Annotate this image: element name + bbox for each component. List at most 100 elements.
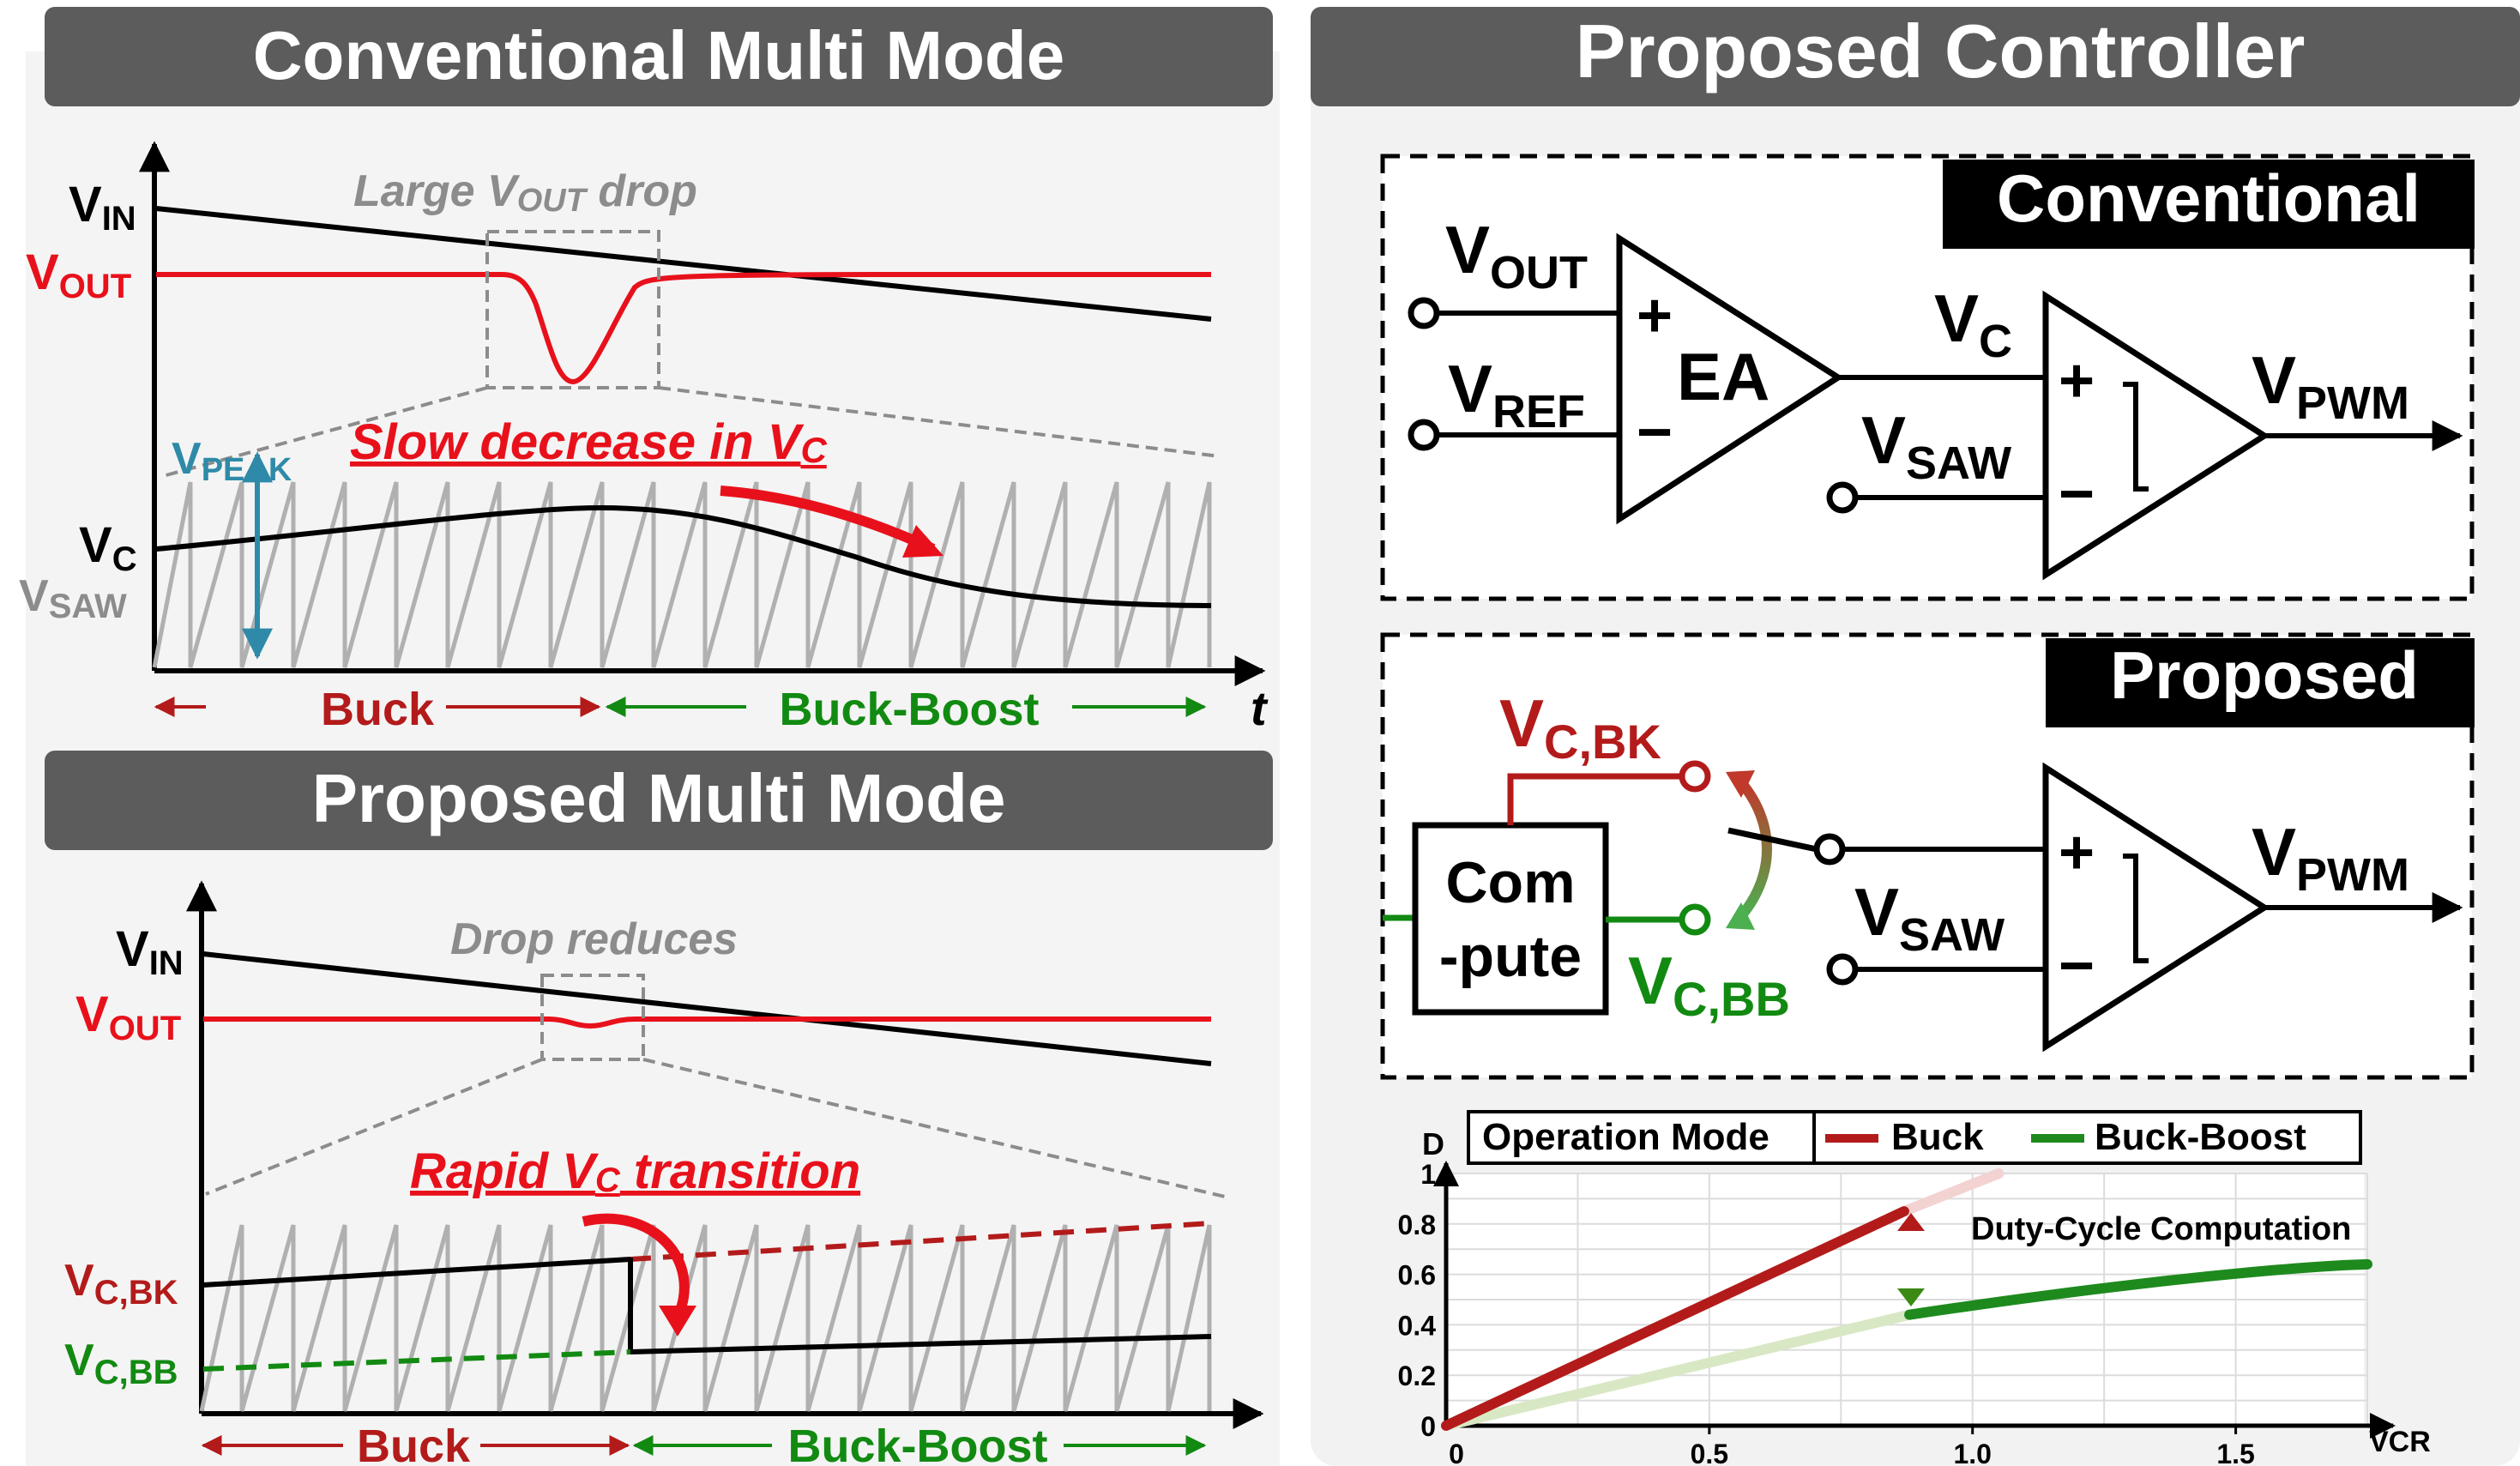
legend-title: Operation Mode xyxy=(1482,1116,1769,1158)
label-vout: VOUT xyxy=(1445,212,1588,299)
header-conventional-multi-mode: Conventional Multi Mode xyxy=(45,7,1273,106)
label-box xyxy=(1943,160,2475,249)
pwm-comparator xyxy=(2042,762,2270,1053)
label-vcbk: VC,BK xyxy=(64,1256,178,1312)
series-buck-line xyxy=(1441,1206,1909,1431)
label-proposed: Proposed xyxy=(2110,637,2419,713)
bb-faded-extension xyxy=(1441,1309,1915,1431)
zoom-line-left xyxy=(205,1058,543,1196)
label-buck-boost: Buck-Boost xyxy=(787,1421,1047,1466)
vcbb-trace-solid xyxy=(630,1334,1212,1354)
series-buck-boost-line xyxy=(1904,1258,2372,1320)
vin-trace xyxy=(155,206,1212,322)
vc-trace xyxy=(155,504,1212,608)
vcbk-trace-solid xyxy=(202,1257,631,1288)
vsaw-terminal xyxy=(1826,481,1859,514)
rapid-transition-arrowhead xyxy=(659,1306,696,1336)
switch-terminal xyxy=(1813,833,1846,866)
arrowhead-top xyxy=(1897,1213,1925,1231)
y-axis-label: D xyxy=(1422,1126,1444,1161)
compute-block xyxy=(1412,822,1609,1016)
label-vout: VOUT xyxy=(26,244,131,305)
compute-label-line2: -pute xyxy=(1439,924,1582,989)
label-box xyxy=(2046,638,2475,727)
vcbb-terminal xyxy=(1679,903,1711,936)
vout-trace xyxy=(156,271,1212,385)
vout-terminal xyxy=(1408,297,1440,329)
label-vcbk: VC,BK xyxy=(1499,685,1661,769)
label-conventional: Conventional xyxy=(1997,160,2421,236)
ea-plus: + xyxy=(1637,281,1673,350)
switch-toggle-arrow xyxy=(1737,779,1772,920)
buck-faded-extension xyxy=(1898,1168,2005,1217)
arrowhead-bottom xyxy=(1897,1288,1925,1306)
vref-terminal xyxy=(1408,419,1440,451)
label-slow-decrease: Slow decrease in VC xyxy=(350,414,827,470)
ea-minus: − xyxy=(1637,398,1673,467)
header-proposed-multi-mode: Proposed Multi Mode xyxy=(45,751,1273,850)
hysteresis-icon xyxy=(2123,382,2149,492)
label-vpwm: VPWM xyxy=(2252,342,2409,429)
legend-box xyxy=(1467,1110,2362,1165)
y-tick-label: 0.6 xyxy=(1398,1260,1436,1291)
header-title: Proposed Multi Mode xyxy=(312,760,1006,836)
switch-arrowhead-bottom xyxy=(1726,902,1755,930)
hysteresis-icon xyxy=(2123,854,2149,963)
label-large-vout-drop: Large VOUT drop xyxy=(353,166,697,219)
label-t: t xyxy=(1251,681,1269,735)
label-vref: VREF xyxy=(1448,351,1585,437)
cmp-plus: + xyxy=(2059,818,2095,887)
error-amplifier xyxy=(1616,232,1844,525)
conventional-waveform-plot: VIN VOUT VPEAK VC VSAW Large VOUT drop S… xyxy=(19,141,1269,735)
proposed-circuit: Proposed Com -pute VC,BK VC,BB VSAW + − xyxy=(1380,632,2475,1080)
label-buck: Buck xyxy=(321,684,435,735)
label-vpeak: VPEAK xyxy=(172,434,292,488)
x-axis-label: VCR xyxy=(2369,1426,2431,1458)
label-vsaw: VSAW xyxy=(1854,874,2005,961)
vcbb-trace-dashed xyxy=(202,1349,631,1372)
label-vsaw: VSAW xyxy=(1861,402,2011,489)
annotation-duty-cycle: Duty-Cycle Computation xyxy=(1971,1211,2351,1247)
wire-vcbk xyxy=(1507,773,1681,825)
label-vpwm: VPWM xyxy=(2252,814,2409,901)
series-layer xyxy=(1441,1168,2372,1431)
label-vin: VIN xyxy=(116,921,184,982)
x-tick-label: 0 xyxy=(1449,1439,1464,1466)
x-tick-label: 1.5 xyxy=(2216,1439,2254,1466)
legend-buck-label: Buck xyxy=(1891,1116,1984,1158)
switch-blade xyxy=(1727,827,1818,853)
x-tick-label: 1.0 xyxy=(1953,1439,1991,1466)
compute-label-line1: Com xyxy=(1445,850,1575,915)
label-vin: VIN xyxy=(69,177,136,238)
x-tick-label: 0.5 xyxy=(1691,1439,1728,1466)
legend: Operation Mode Buck Buck-Boost xyxy=(1467,1110,2362,1165)
y-tick-label: 0.8 xyxy=(1398,1210,1436,1240)
rapid-transition-arrow xyxy=(582,1213,690,1319)
label-vc: VC xyxy=(1934,281,2012,367)
switch-arrowhead-top xyxy=(1726,770,1755,798)
conventional-circuit: Conventional VOUT VREF + − EA VC VSAW + … xyxy=(1380,154,2475,601)
label-buck-boost: Buck-Boost xyxy=(779,684,1039,735)
label-vc: VC xyxy=(79,517,137,578)
zoom-box xyxy=(540,974,645,1061)
y-tick-label: 1 xyxy=(1420,1159,1436,1190)
zoom-line-right xyxy=(642,1058,1226,1198)
slow-decrease-arrow xyxy=(720,486,936,554)
label-drop-reduces: Drop reduces xyxy=(450,914,738,964)
label-vout: VOUT xyxy=(75,986,181,1047)
label-vcbb: VC,BB xyxy=(64,1336,178,1391)
label-vsaw: VSAW xyxy=(19,571,127,625)
header-proposed-controller: Proposed Controller xyxy=(1311,7,2520,106)
vout-trace xyxy=(203,1017,1211,1029)
label-vcbb: VC,BB xyxy=(1628,943,1790,1026)
label-rapid-vc-transition: Rapid VC transition xyxy=(410,1143,860,1199)
label-buck: Buck xyxy=(357,1421,471,1466)
vsaw-terminal xyxy=(1826,953,1859,986)
vin-trace xyxy=(202,951,1212,1066)
vsaw-trace xyxy=(199,1224,1212,1412)
header-title: Proposed Controller xyxy=(1576,9,2306,94)
pwm-comparator xyxy=(2042,290,2270,581)
legend-bb-label: Buck-Boost xyxy=(2095,1116,2306,1158)
